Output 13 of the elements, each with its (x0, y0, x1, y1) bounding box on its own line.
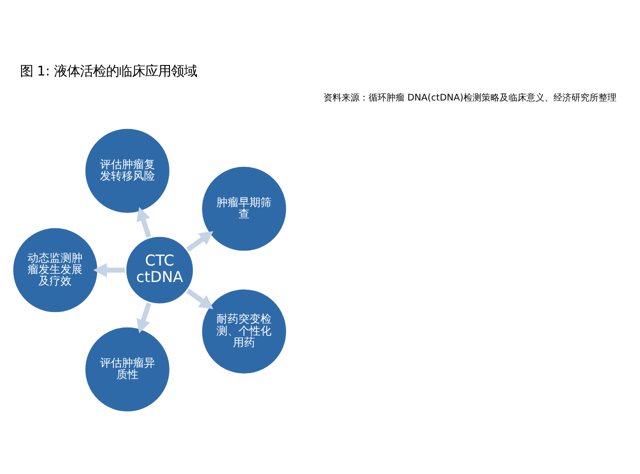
arrow (136, 302, 152, 334)
diagram-title: 图 1: 液体活检的临床应用领域 (20, 64, 198, 80)
node-circle: 评估肿瘤复发转移风险 (82, 126, 172, 216)
node-circle: 动态监测肿瘤发生发展及疗效 (10, 226, 100, 315)
node-circle: 耐药突变检测、个性化用药 (200, 286, 289, 376)
node-circle: 评估肿瘤异质性 (82, 324, 172, 414)
arrow (186, 288, 214, 310)
node-circle: CTC ctDNA (124, 234, 196, 306)
caption: 资料来源：循环肿瘤 DNA(ctDNA)检测策略及临床意义、经济研究所整理 (323, 93, 616, 104)
arrow (186, 231, 214, 252)
node-circle: 肿瘤早期筛查 (200, 164, 289, 254)
arrow (93, 262, 125, 278)
arrow (136, 206, 152, 238)
